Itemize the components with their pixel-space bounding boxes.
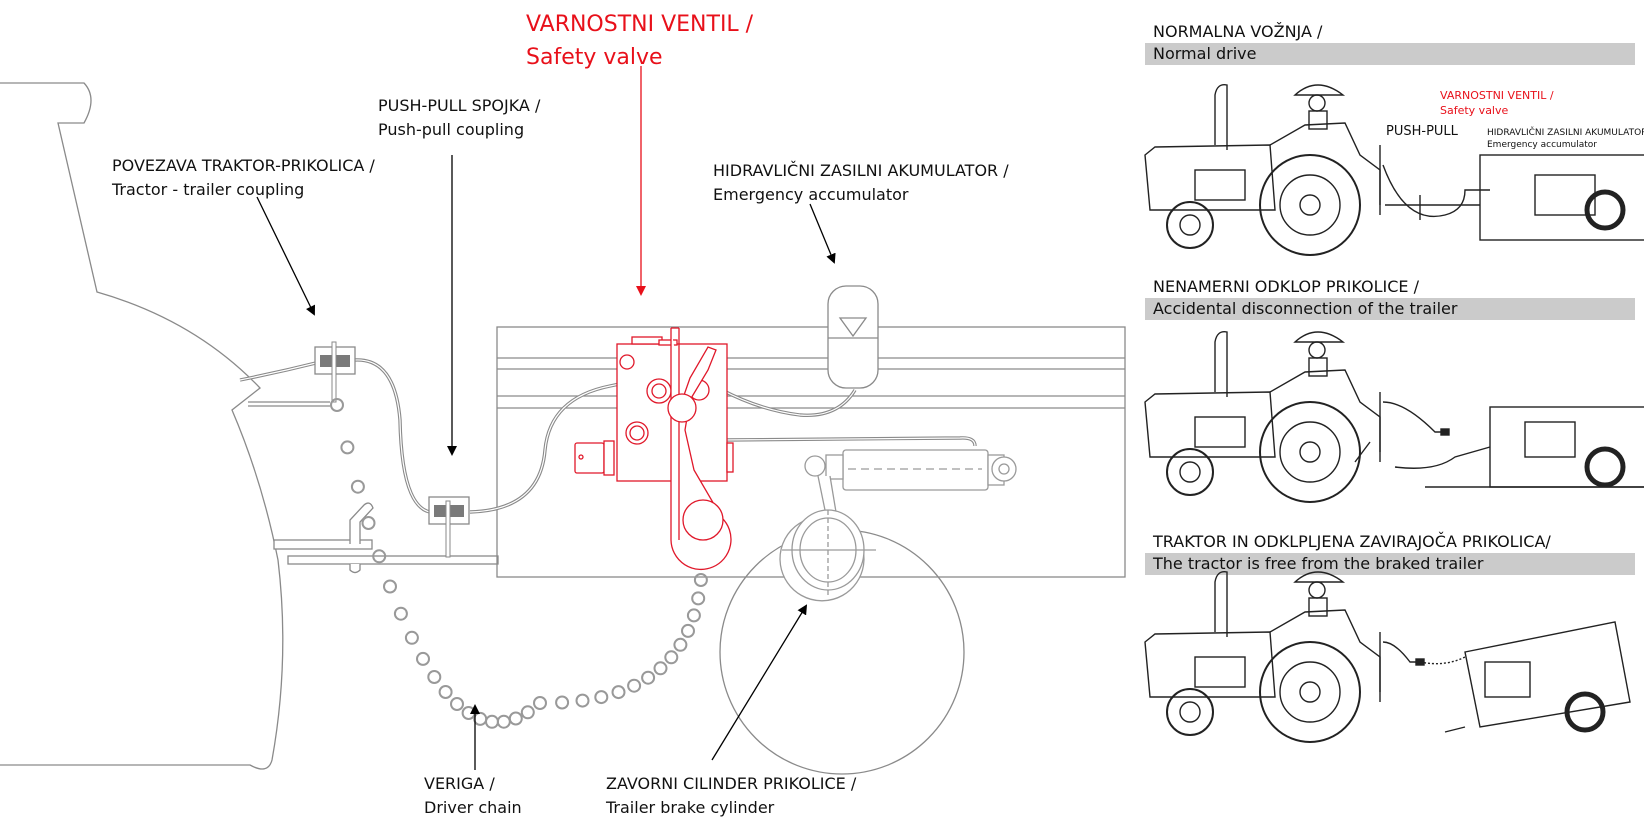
chain-link	[416, 651, 430, 666]
tractor-trailer-coupling	[314, 341, 356, 403]
label-chain: VERIGA / Driver chain	[424, 772, 522, 820]
label-line: Emergency accumulator	[1487, 140, 1597, 150]
label-tractor-trailer-coupling: POVEZAVA TRAKTOR-PRIKOLICA / Tractor - t…	[112, 154, 375, 202]
scene-normal-drive	[1144, 84, 1644, 256]
label-line: Driver chain	[424, 798, 522, 817]
chain-link	[340, 440, 355, 455]
chain-link	[641, 670, 656, 685]
chain-link	[686, 608, 701, 623]
panel-title-accidental-disconnection: NENAMERNI ODKLOP PRIKOLICE / Accidental …	[1145, 276, 1635, 320]
chain-link	[404, 630, 419, 645]
panel-title-line1: NENAMERNI ODKLOP PRIKOLICE /	[1153, 277, 1419, 296]
label-line: VERIGA /	[424, 774, 495, 793]
panel-annotation-push-pull: PUSH-PULL	[1386, 124, 1458, 139]
chain-link	[438, 685, 453, 699]
panel-title-line2: Accidental disconnection of the trailer	[1145, 298, 1635, 320]
chain-link	[611, 685, 626, 700]
label-line: Push-pull coupling	[378, 120, 525, 139]
label-line: POVEZAVA TRAKTOR-PRIKOLICA /	[112, 156, 375, 175]
chain-link	[693, 573, 708, 587]
scene-accidental-disconnection	[1144, 331, 1644, 503]
label-line: Trailer brake cylinder	[606, 798, 775, 817]
chain-link	[673, 637, 688, 652]
chain-link	[372, 549, 387, 564]
label-line: Tractor - trailer coupling	[112, 180, 305, 199]
push-pull-coupling	[428, 496, 470, 558]
drawbar	[248, 401, 499, 574]
safety-valve	[574, 327, 734, 571]
chain-link	[508, 711, 523, 726]
panel-title-line2: The tractor is free from the braked trai…	[1145, 553, 1635, 575]
label-line: HIDRAVLIČNI ZASILNI AKUMULATOR /	[1487, 128, 1644, 138]
chain-link	[691, 591, 706, 606]
chain-link	[450, 697, 464, 711]
chain-link	[383, 579, 397, 594]
chain-link	[533, 696, 547, 710]
chain-link	[361, 516, 376, 530]
chain-link	[555, 695, 570, 710]
label-line: VARNOSTNI VENTIL /	[1440, 89, 1554, 102]
panel-annotation-accumulator: HIDRAVLIČNI ZASILNI AKUMULATOR / Emergen…	[1487, 127, 1644, 151]
chain-link	[594, 690, 609, 705]
label-safety-valve: VARNOSTNI VENTIL / Safety valve	[526, 8, 753, 74]
chain-link	[681, 623, 695, 638]
panel-title-tractor-free: TRAKTOR IN ODKLPLJENA ZAVIRAJOČA PRIKOLI…	[1145, 531, 1635, 575]
scene-tractor-free	[1144, 571, 1631, 743]
chain-link	[627, 678, 642, 693]
panel-title-line1: TRAKTOR IN ODKLPLJENA ZAVIRAJOČA PRIKOLI…	[1153, 532, 1551, 551]
brake-cylinder	[779, 449, 1017, 602]
label-line: Emergency accumulator	[713, 185, 909, 204]
label-line: Safety valve	[526, 45, 663, 70]
chain-link	[393, 606, 408, 621]
label-line: Safety valve	[1440, 104, 1509, 117]
panel-title-normal-drive: NORMALNA VOŽNJA / Normal drive	[1145, 21, 1635, 65]
chain-link	[653, 661, 668, 676]
chain-link	[350, 479, 365, 494]
label-push-pull: PUSH-PULL SPOJKA / Push-pull coupling	[378, 94, 540, 142]
label-line: VARNOSTNI VENTIL /	[526, 12, 754, 37]
label-line: PUSH-PULL SPOJKA /	[378, 96, 541, 115]
label-line: HIDRAVLIČNI ZASILNI AKUMULATOR /	[713, 161, 1009, 180]
label-accumulator: HIDRAVLIČNI ZASILNI AKUMULATOR / Emergen…	[713, 159, 1009, 207]
panel-title-line2: Normal drive	[1145, 43, 1635, 65]
tractor-outline	[0, 82, 284, 770]
emergency-accumulator	[827, 285, 879, 389]
chain-link	[664, 650, 679, 665]
chain-link	[427, 670, 442, 684]
chain-link	[575, 693, 590, 708]
panel-annotation-safety-valve: VARNOSTNI VENTIL / Safety valve	[1440, 88, 1554, 118]
chain-link	[330, 398, 344, 412]
chain-link	[520, 705, 535, 720]
label-line: ZAVORNI CILINDER PRIKOLICE /	[606, 774, 857, 793]
label-brake-cylinder: ZAVORNI CILINDER PRIKOLICE / Trailer bra…	[606, 772, 856, 820]
panel-title-line1: NORMALNA VOŽNJA /	[1153, 22, 1323, 41]
callout-arrows	[256, 66, 836, 770]
